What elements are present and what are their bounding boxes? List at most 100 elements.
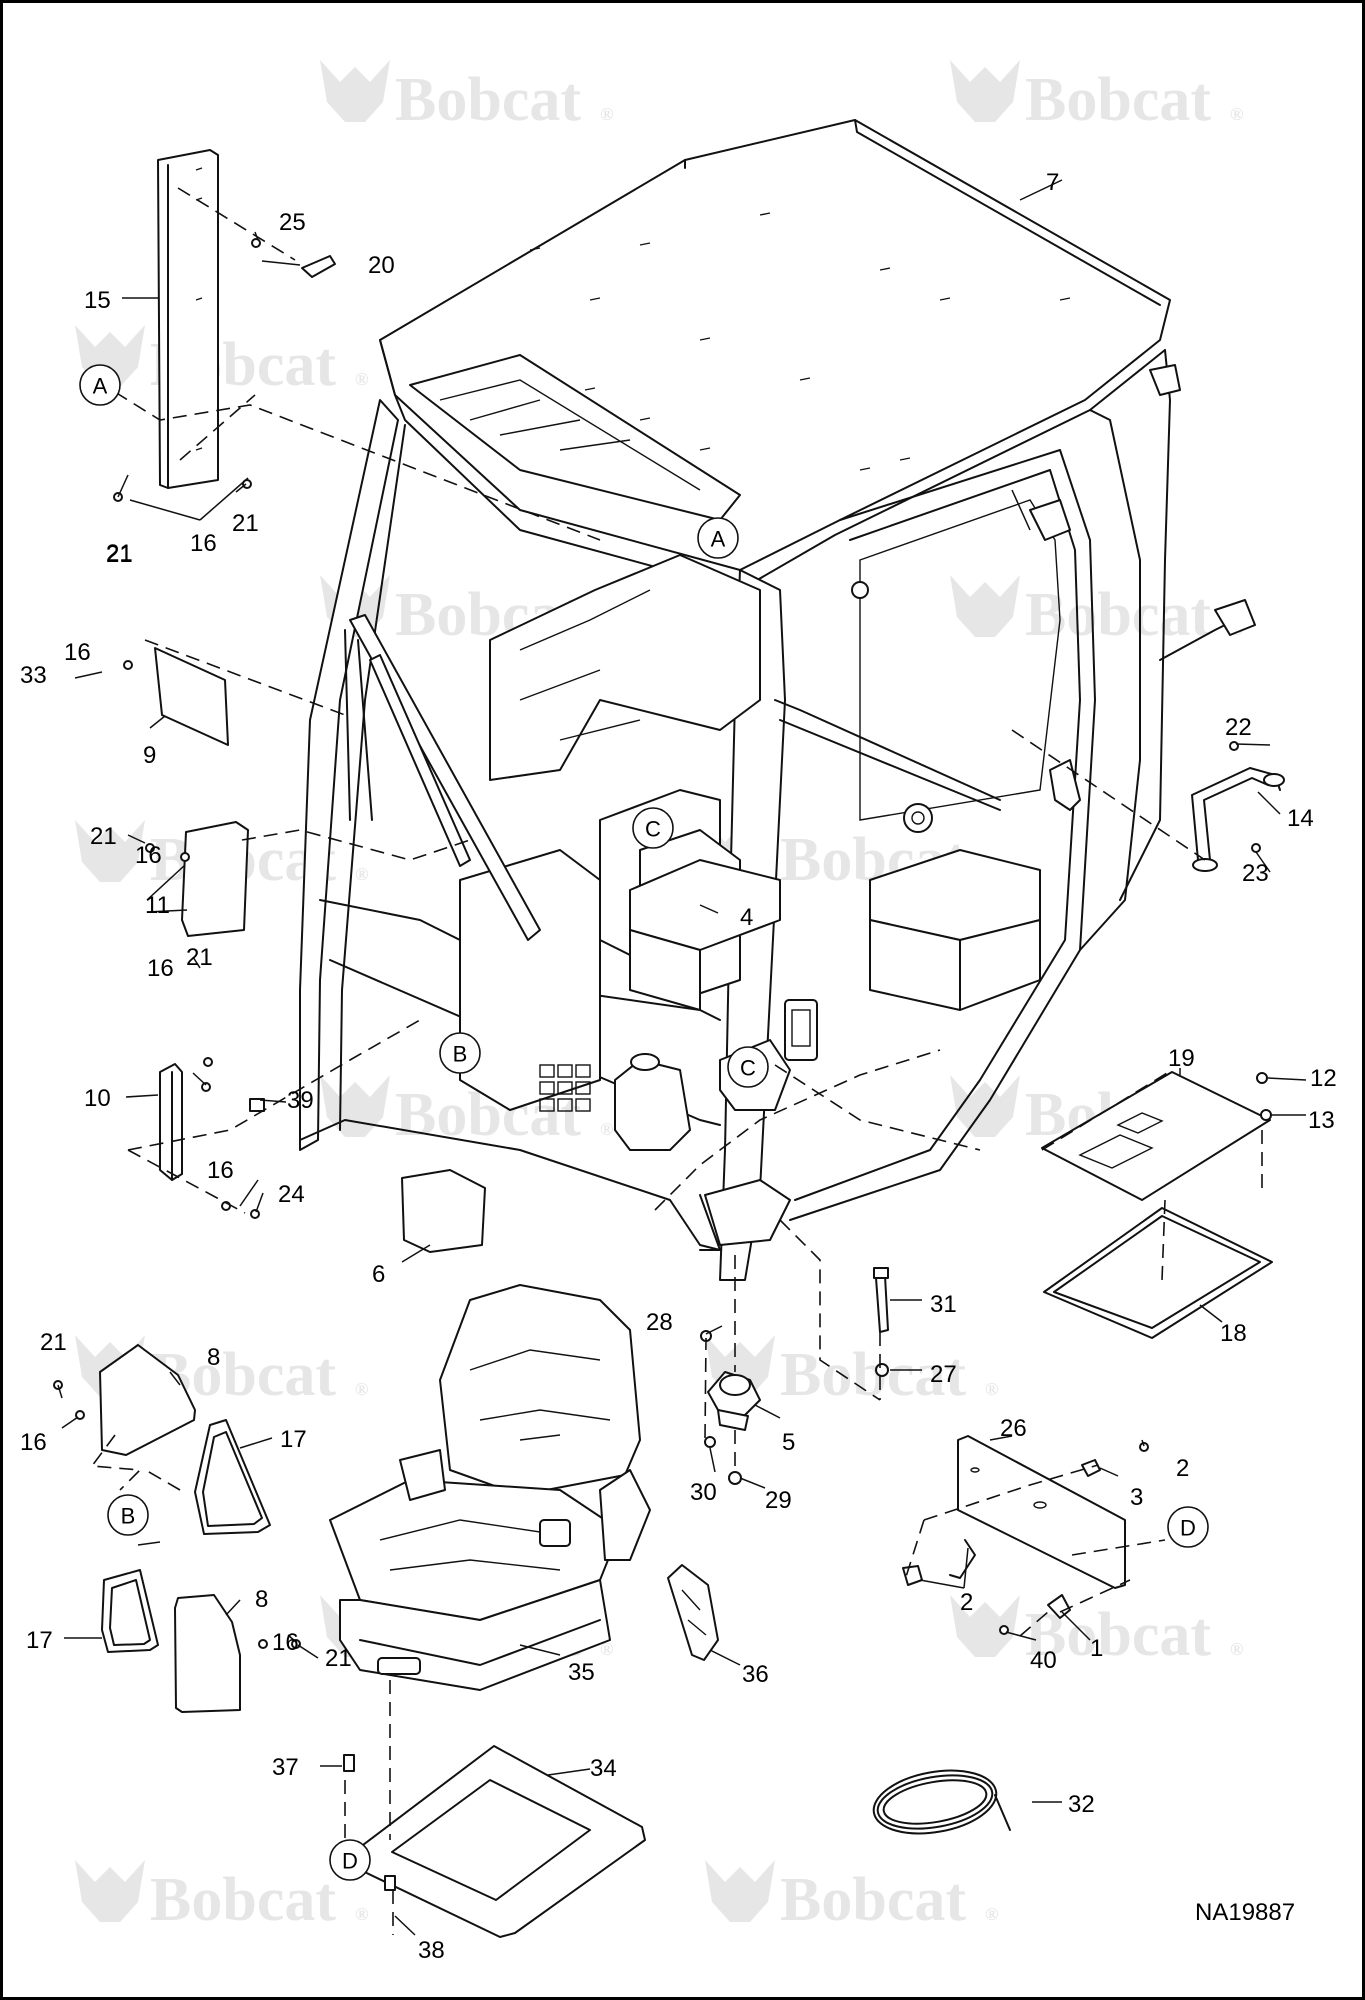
panel-11	[181, 821, 249, 937]
part-number-label: 21	[106, 540, 133, 567]
part-number-label: 33	[20, 662, 47, 689]
watermark-trademark: ®	[600, 1119, 613, 1139]
part-number-label: 35	[568, 1659, 595, 1686]
part-number-label: 23	[1242, 860, 1269, 887]
watermark-trademark: ®	[355, 864, 368, 884]
part-number-label: 17	[280, 1426, 307, 1453]
callout-letter: A	[711, 527, 726, 552]
panel-9	[154, 647, 229, 746]
reference-callout-b: B	[439, 1032, 481, 1074]
bobcat-watermark: Bobcat®	[950, 575, 1243, 649]
part-number-label: 19	[1168, 1045, 1195, 1072]
watermark-text: Bobcat	[780, 1341, 966, 1409]
bobcat-watermark: Bobcat®	[320, 1075, 613, 1149]
seat-plate-34	[346, 1745, 646, 1938]
side-panel-8-bottom	[174, 1594, 241, 1713]
leader-lines	[57, 179, 1307, 1936]
watermark-trademark: ®	[985, 1904, 998, 1924]
callout-circle	[79, 364, 121, 406]
floor-seal-18	[1043, 1207, 1273, 1339]
part-number-label: 8	[207, 1344, 220, 1371]
assembly-dash-lines	[90, 187, 1263, 1935]
seat-35	[329, 1284, 651, 1691]
bobcat-watermark: Bobcat®	[950, 60, 1243, 134]
bolt-31	[873, 1267, 889, 1333]
callout-circle	[439, 1032, 481, 1074]
bobcat-logo-icon	[950, 575, 1020, 637]
seat-belt-36	[667, 1564, 719, 1661]
callout-letter: C	[740, 1056, 756, 1081]
part-number-label: 24	[278, 1181, 305, 1208]
part-number-label: 5	[782, 1429, 795, 1456]
watermark-text: Bobcat	[395, 66, 581, 134]
part-number-label: 8	[255, 1586, 268, 1613]
callout-letter: B	[453, 1042, 468, 1067]
part-number-label: 21	[232, 510, 259, 537]
part-number-label: 17	[26, 1627, 53, 1654]
part-number-label: 6	[372, 1261, 385, 1288]
plate-26	[957, 1435, 1126, 1589]
callout-letter: B	[121, 1504, 136, 1529]
part-number-label: 25	[279, 209, 306, 236]
part-number-label: 30	[690, 1479, 717, 1506]
part-number-label: 15	[84, 287, 111, 314]
part-number-label: 16	[147, 955, 174, 982]
reference-callout-c: C	[632, 807, 674, 849]
bobcat-watermark: Bobcat®	[75, 1860, 368, 1934]
bobcat-watermark: Bobcat®	[320, 60, 613, 134]
fasteners	[53, 238, 1272, 1891]
part-number-label: 27	[930, 1361, 957, 1388]
part-number-label: 21	[90, 823, 117, 850]
reference-callout-a: A	[697, 517, 739, 559]
part-number-label: 31	[930, 1291, 957, 1318]
reference-callout-d: D	[1167, 1506, 1209, 1548]
part-number-label: 11	[145, 892, 170, 919]
callout-circle	[632, 807, 674, 849]
part-number-label: 37	[272, 1754, 299, 1781]
part-number-label: 21	[106, 541, 133, 568]
part-number-label: 18	[1220, 1320, 1247, 1347]
callout-circle	[329, 1839, 371, 1881]
watermark-text: Bobcat	[780, 1866, 966, 1934]
part-number-label: 2	[1176, 1455, 1189, 1482]
bobcat-logo-icon	[950, 1595, 1020, 1657]
callout-letter: C	[645, 817, 661, 842]
part-number-label: 28	[646, 1309, 673, 1336]
seal-17-top	[194, 1419, 271, 1535]
watermark-trademark: ®	[600, 1639, 613, 1659]
watermark-text: Bobcat	[150, 1866, 336, 1934]
callout-circle	[727, 1046, 769, 1088]
part-number-label: 20	[368, 252, 395, 279]
reference-callout-b: B	[107, 1494, 149, 1536]
bobcat-logo-icon	[75, 820, 145, 882]
bobcat-logo-icon	[320, 1075, 390, 1137]
part-number-label: 16	[64, 639, 91, 666]
cab-assembly	[299, 119, 1256, 1281]
watermark-text: Bobcat	[1025, 581, 1211, 649]
part-number-label: 36	[742, 1661, 769, 1688]
d-plate-lower	[704, 1179, 791, 1246]
grab-handle-14	[1191, 767, 1285, 872]
part-number-label: 10	[84, 1085, 111, 1112]
part-number-label: 7	[1046, 169, 1059, 196]
watermark-trademark: ®	[1230, 1639, 1243, 1659]
part-number-label: 29	[765, 1487, 792, 1514]
isolator-5	[707, 1371, 761, 1431]
part-number-label: 2	[960, 1589, 973, 1616]
part-number-label: 16	[135, 842, 162, 869]
part-number-label: 13	[1308, 1107, 1335, 1134]
part-number-label: 21	[325, 1645, 352, 1672]
part-number-label: 21	[40, 1329, 67, 1356]
callout-circle	[1167, 1506, 1209, 1548]
part-number-label: 16	[272, 1629, 299, 1656]
reference-callout-d: D	[329, 1839, 371, 1881]
part-number-label: 21	[186, 944, 213, 971]
panel-15	[157, 149, 219, 489]
part-number-label: 12	[1310, 1065, 1337, 1092]
watermark-trademark: ®	[355, 369, 368, 389]
part-number-label: 16	[20, 1429, 47, 1456]
watermark-text: Bobcat	[1025, 66, 1211, 134]
part-number-label: 26	[1000, 1415, 1027, 1442]
